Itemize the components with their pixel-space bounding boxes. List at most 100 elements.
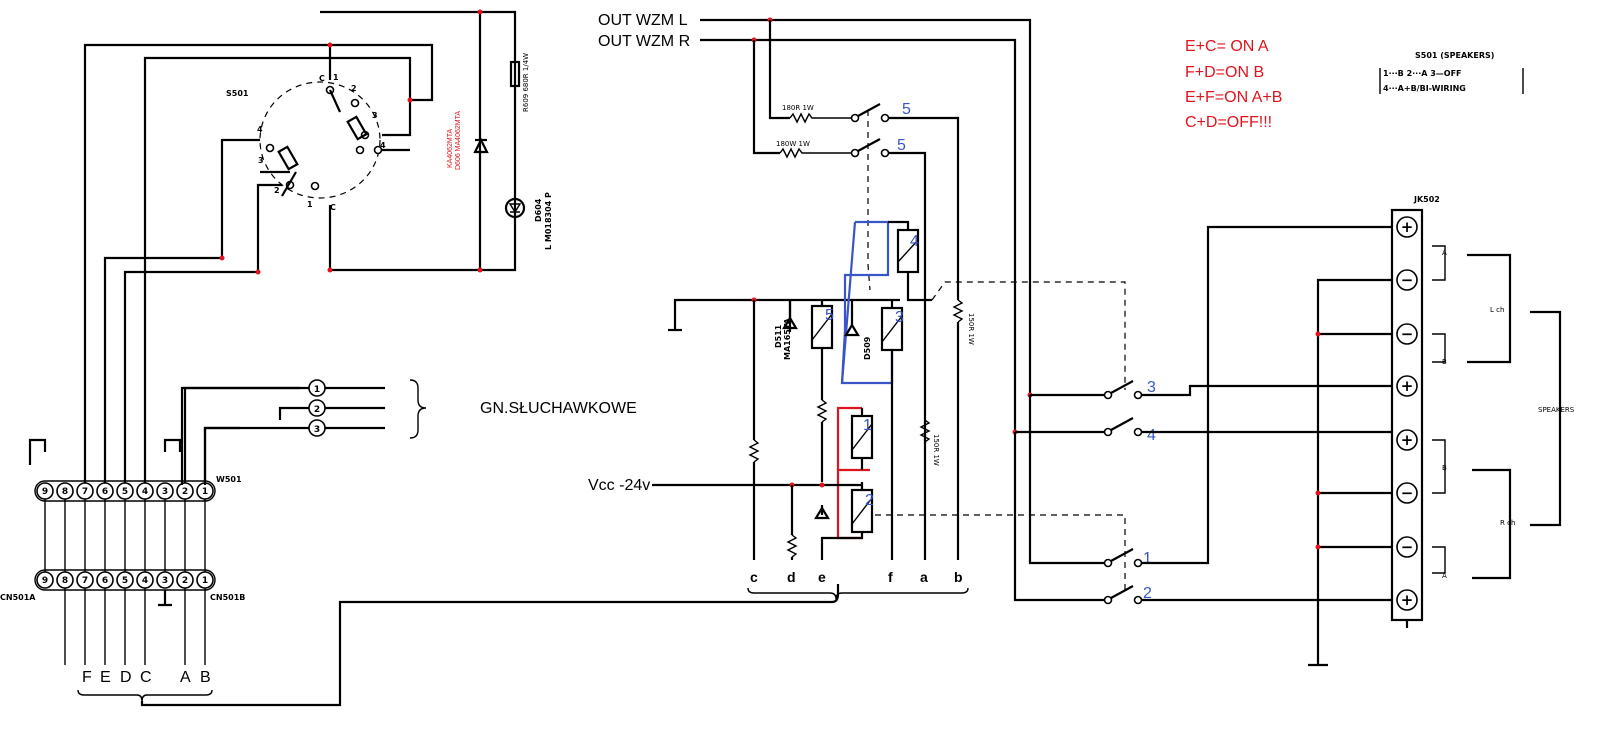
speakers-label: SPEAKERS — [1538, 406, 1575, 414]
switch-5b-number: 5 — [897, 137, 906, 154]
cn501-pin-label-7: 7 — [82, 576, 88, 586]
relay-board: OUT WZM L OUT WZM R 180R 1W 180W 1W 5 5 … — [588, 12, 1126, 600]
jk502-terminal-8 — [1396, 589, 1418, 611]
headphone-pin-3: 3 — [314, 425, 320, 435]
s501-pin-4-top: 4 — [380, 141, 386, 150]
cn501-pin-label-2: 2 — [182, 576, 188, 586]
r150-1-label: 150R 1W — [967, 313, 975, 345]
s501-legend-line2: 4···A+B/BI-WIRING — [1383, 84, 1466, 93]
jk502-terminal-2 — [1396, 269, 1418, 291]
cn501-pin-label-1: 1 — [202, 576, 208, 586]
out-wzm-l-label: OUT WZM L — [598, 12, 688, 29]
cn501a-label: CN501A — [0, 593, 36, 602]
headphone-label: GN.SŁUCHAWKOWE — [480, 400, 637, 417]
d606-label: D606 MA4062MTA — [455, 111, 462, 170]
jk502-terminal-sign-7: − — [1401, 538, 1414, 556]
tap-a-bottom: A — [1442, 572, 1447, 580]
jk502-terminal-sign-4: + — [1401, 377, 1414, 395]
d511-part: MA165TA — [783, 317, 792, 360]
w501-pin-label-7: 7 — [82, 487, 88, 497]
headphone-pin-2: 2 — [314, 405, 320, 415]
tap-a-top: A — [1442, 249, 1447, 257]
cn501-pin-label-6: 6 — [102, 576, 108, 586]
s501-pin-1-top: 1 — [333, 73, 339, 82]
switch-5a-number: 5 — [902, 101, 911, 118]
vcc-label: Vcc -24v — [588, 477, 650, 494]
jk502-terminal-sign-3: − — [1401, 325, 1414, 343]
tap-b-bottom: B — [1442, 464, 1447, 472]
s501-pin-2-top: 2 — [351, 84, 357, 93]
s501-pin-c-bottom: C — [330, 203, 336, 212]
rch-label: R ch — [1500, 519, 1515, 527]
cn501-pin-label-9: 9 — [42, 576, 48, 586]
jk502-terminal-sign-6: − — [1401, 484, 1414, 502]
s501-switch-block: S501 C 1 2 3 4 4 3 2 1 C R609 680R 1/4W … — [83, 9, 553, 485]
cn501-pin-label-8: 8 — [62, 576, 68, 586]
headphone-pin-1: 1 — [314, 385, 320, 395]
r150-2-label: 150R 1W — [932, 434, 940, 466]
cn501-pin-label-3: 3 — [162, 576, 168, 586]
r180-1-label: 180R 1W — [782, 104, 814, 112]
conn-letter-f: F — [82, 669, 92, 686]
cn501-pin-label-4: 4 — [142, 576, 148, 586]
jk502-terminal-3 — [1396, 323, 1418, 345]
cn501b-label: CN501B — [210, 593, 245, 602]
jk502-label: JK502 — [1413, 195, 1440, 204]
jk502-terminal-7 — [1396, 536, 1418, 558]
d604-part: L M018304 P — [544, 192, 553, 250]
bus-letter-a: a — [920, 569, 928, 585]
jk502-terminal-1 — [1396, 216, 1418, 238]
jk502-terminal-5 — [1396, 429, 1418, 451]
legend-line-4: C+D=OFF!!! — [1185, 114, 1272, 131]
s501-pin-3-left: 3 — [258, 156, 264, 165]
r609-label: R609 680R 1/4W — [522, 53, 530, 112]
speaker-switch-block: 3 4 1 2 JK502 +−−++−−+ A B B A L ch R ch… — [1013, 195, 1575, 667]
legend-line-3: E+F=ON A+B — [1185, 89, 1282, 106]
d604-label: D604 — [534, 198, 543, 222]
w501-label: W501 — [216, 475, 242, 484]
s501-pin-1-left: 1 — [307, 200, 313, 209]
d509-label: D509 — [863, 336, 872, 360]
out-wzm-r-label: OUT WZM R — [598, 33, 690, 50]
s501-legend-title: S501 (SPEAKERS) — [1415, 51, 1494, 60]
d511-label: D511 — [774, 324, 783, 348]
switch-2-number: 2 — [1143, 585, 1152, 602]
relay-4-number: 4 — [910, 233, 919, 250]
w501-pin-label-6: 6 — [102, 487, 108, 497]
conn-letter-d: D — [120, 669, 132, 686]
s501-pin-c-top: C — [319, 74, 325, 83]
switch-3-number: 3 — [1147, 379, 1156, 396]
jk502-terminal-sign-1: + — [1401, 218, 1414, 236]
relay-1-number: 1 — [863, 417, 872, 434]
s501-label: S501 — [226, 89, 249, 98]
w501-pin-label-5: 5 — [122, 487, 128, 497]
conn-letter-b: B — [200, 669, 211, 686]
legend-line-1: E+C= ON A — [1185, 38, 1269, 55]
tap-b-top: B — [1442, 358, 1447, 366]
jk502-terminal-sign-8: + — [1401, 591, 1414, 609]
cn501-pin-label-5: 5 — [122, 576, 128, 586]
conn-letter-e: E — [100, 669, 111, 686]
s501-pin-3-top: 3 — [372, 111, 378, 120]
conn-letter-a: A — [180, 669, 191, 686]
w501-pin-label-3: 3 — [162, 487, 168, 497]
r180-2-label: 180W 1W — [776, 140, 810, 148]
s501-legend: S501 (SPEAKERS) 1···B 2···A 3—OFF 4···A+… — [1379, 51, 1524, 94]
relay-5-number: 5 — [825, 307, 834, 324]
relay-2-number: 2 — [865, 492, 874, 509]
w501-pin-label-8: 8 — [62, 487, 68, 497]
jk502-terminal-sign-5: + — [1401, 431, 1414, 449]
s501-pin-4-left: 4 — [257, 125, 263, 134]
jk502-terminals: +−−++−−+ — [1396, 216, 1418, 611]
bus-letter-c: c — [750, 569, 758, 585]
jk502-terminal-6 — [1396, 482, 1418, 504]
red-legend: E+C= ON A F+D=ON B E+F=ON A+B C+D=OFF!!! — [1185, 38, 1282, 131]
conn-letter-c: C — [140, 669, 152, 686]
bus-letter-e: e — [818, 569, 826, 585]
relay-3-number: 3 — [895, 309, 904, 326]
legend-line-2: F+D=ON B — [1185, 64, 1264, 81]
s501-pin-2-left: 2 — [274, 186, 280, 195]
